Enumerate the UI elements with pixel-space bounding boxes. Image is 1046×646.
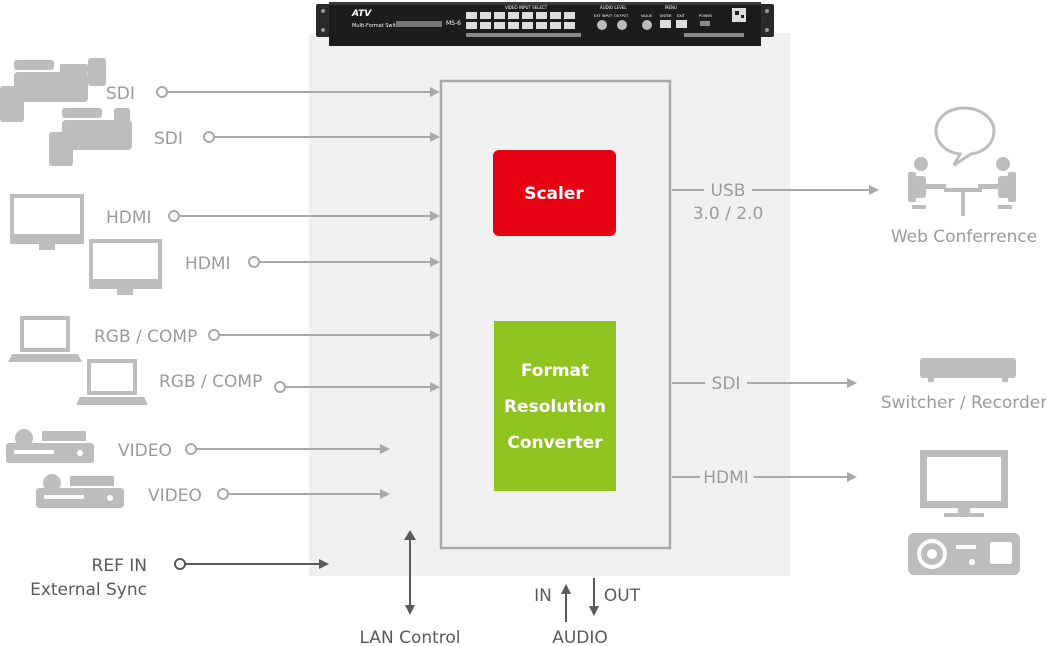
input-select-buttons: [466, 12, 575, 29]
ext-input-label: EXT INPUT: [594, 14, 613, 18]
rgb-comp-input-2-connector: [274, 381, 286, 393]
video-input-select-label: VIDEO INPUT SELECT: [505, 5, 548, 10]
hdmi-input-2-label: HDMI: [185, 254, 231, 274]
video-player-icon: [6, 429, 94, 463]
audio-label: AUDIO: [552, 628, 608, 646]
audio-in-label: IN: [534, 586, 552, 606]
monitor-icon: [89, 239, 162, 295]
video-input-1-label: VIDEO: [118, 441, 172, 461]
device-model-label: Multi-Format Switcher: [352, 23, 408, 29]
converter-label-line1: Format: [521, 361, 589, 381]
sdi-input-1-label: SDI: [106, 84, 135, 104]
audio-out-label: OUT: [604, 586, 641, 606]
converter-block: [494, 321, 616, 491]
sdi-input-2-connector: [203, 131, 215, 143]
exit-label: EXIT: [677, 14, 686, 18]
output-label: OUTPUT: [614, 14, 629, 18]
hdmi-output-label: HDMI: [703, 468, 749, 488]
recorder-icon: [920, 358, 1016, 382]
video-input-2-connector: [217, 488, 229, 500]
power-button: [700, 21, 710, 26]
video-player-icon: [36, 474, 124, 508]
exit-button: [676, 20, 687, 28]
menu-label: MENU: [665, 5, 677, 10]
web-conference-icon: [908, 106, 1016, 216]
camcorder-icon: [49, 108, 132, 166]
enter-button: [660, 20, 671, 28]
value-label: VALUE: [641, 14, 652, 18]
scaler-block: [493, 150, 616, 236]
rgb-comp-input-2-label: RGB / COMP: [159, 372, 262, 392]
sdi-input-1-connector: [156, 86, 168, 98]
rgb-comp-input-1-label: RGB / COMP: [94, 327, 197, 347]
video-input-1-connector: [185, 443, 197, 455]
scaler-label: Scaler: [524, 184, 584, 204]
projector-icon: [908, 533, 1020, 575]
device-model-number: MS-6: [446, 20, 461, 27]
ext-input-knob: [597, 20, 607, 30]
hdmi-input-1-label: HDMI: [106, 208, 152, 228]
converter-label-line3: Converter: [507, 433, 603, 453]
output-knob: [617, 20, 627, 30]
hdmi-input-2-connector: [248, 256, 260, 268]
switcher-recorder-label: Switcher / Recorder: [881, 393, 1046, 413]
camcorder-icon: [0, 58, 106, 122]
ref-in-label: REF IN: [92, 556, 147, 576]
hdmi-input-1-connector: [168, 210, 180, 222]
monitor-icon: [10, 194, 84, 250]
value-knob: [642, 20, 652, 30]
laptop-icon: [76, 359, 148, 405]
converter-label-line2: Resolution: [504, 397, 606, 417]
external-sync-label: External Sync: [30, 580, 147, 600]
enter-label: ENTER: [660, 14, 672, 18]
rgb-comp-input-1-connector: [208, 329, 220, 341]
lan-control-arrow-top-head: [404, 530, 416, 540]
display-icon: [920, 450, 1008, 517]
video-input-2-label: VIDEO: [148, 486, 202, 506]
audio-level-label: AUDIO LEVEL: [600, 5, 627, 10]
web-conference-label: Web Conferrence: [891, 227, 1037, 247]
switcher-device: ATV Multi-Format Switcher MS-6 VIDEO INP…: [316, 2, 774, 46]
sdi-output-label: SDI: [712, 374, 741, 394]
ref-in-connector: [174, 558, 186, 570]
device-brand: ATV: [351, 9, 372, 19]
lan-control-label: LAN Control: [359, 628, 460, 646]
usb-version-label: 3.0 / 2.0: [693, 204, 764, 224]
usb-output-label: USB: [711, 181, 746, 201]
sdi-input-2-label: SDI: [154, 129, 183, 149]
power-label: POWER: [699, 14, 713, 18]
laptop-icon: [8, 316, 82, 362]
